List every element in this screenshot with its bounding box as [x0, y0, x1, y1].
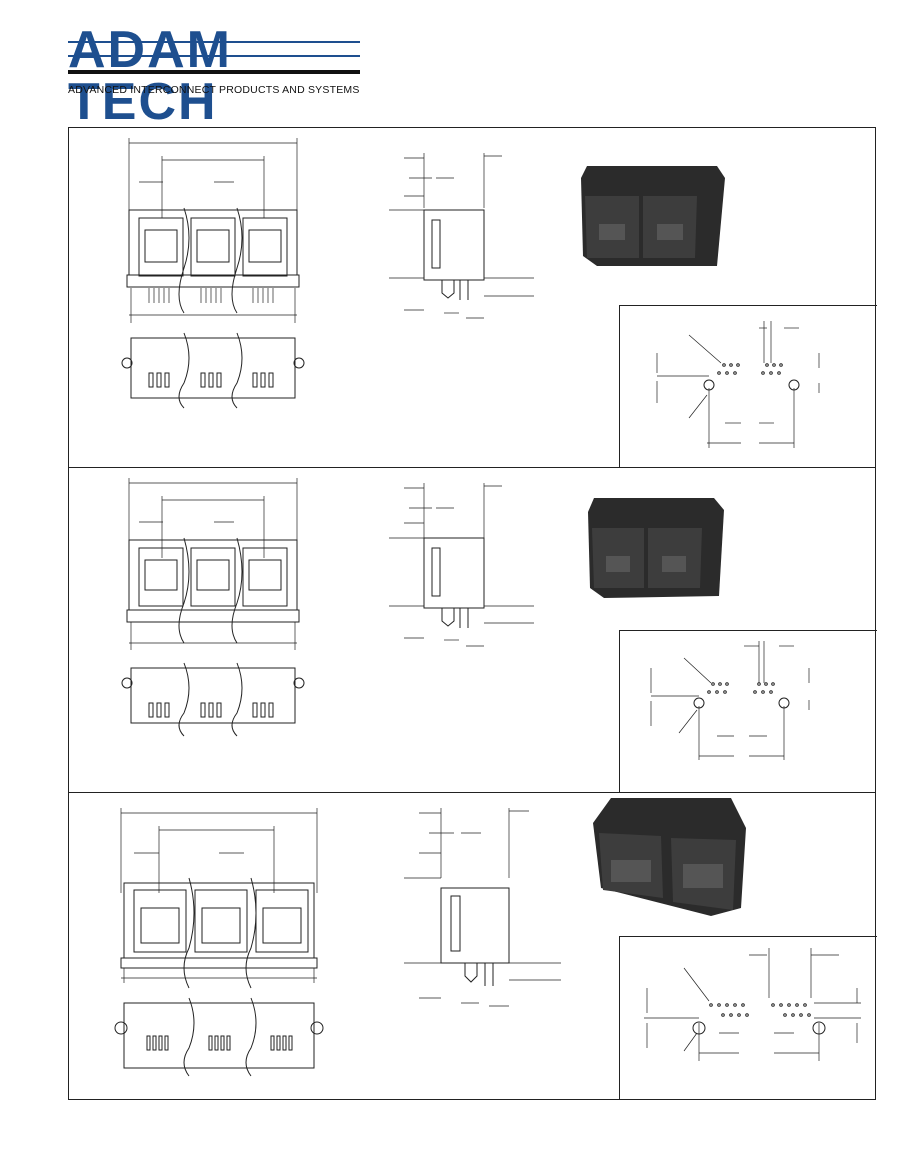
pcb-footprint-box: [619, 630, 877, 793]
brand-name: ADAM TECH: [68, 21, 232, 131]
logo-stripe: [68, 41, 360, 43]
side-view-drawing: [389, 483, 534, 647]
section-2: [69, 468, 877, 793]
pcb-footprint-drawing: [656, 321, 820, 448]
product-photo: [593, 798, 746, 916]
drawing-frame: [68, 127, 877, 1100]
section-3: [69, 793, 877, 1099]
side-view-drawing: [389, 153, 534, 319]
product-photo: [588, 498, 724, 598]
product-photo: [581, 166, 725, 266]
section-1: [69, 128, 877, 468]
brand-logo: ADAM TECH: [68, 24, 363, 128]
logo-underline: [68, 70, 360, 74]
pcb-footprint-drawing: [650, 641, 810, 760]
brand-tagline: ADVANCED INTERCONNECT PRODUCTS AND SYSTE…: [68, 84, 360, 96]
front-view-drawing: [121, 478, 305, 737]
logo-stripe: [68, 55, 360, 57]
side-view-drawing: [404, 808, 561, 1007]
front-view-drawing: [114, 808, 324, 1077]
pcb-footprint-drawing: [644, 948, 861, 1061]
pcb-footprint-box: [619, 305, 877, 468]
front-view-drawing: [121, 138, 305, 409]
pcb-footprint-box: [619, 936, 877, 1099]
